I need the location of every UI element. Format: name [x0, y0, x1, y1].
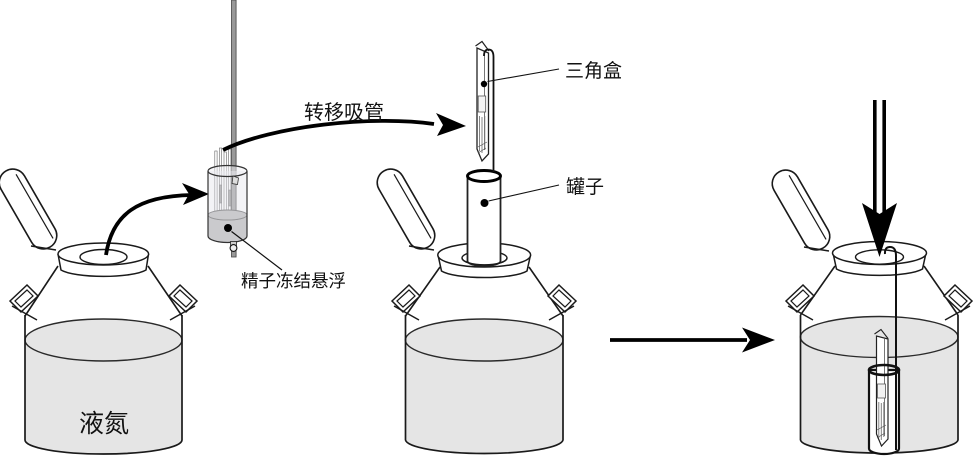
scoop-out-arrow-icon: [104, 183, 209, 256]
dewar-left-lid-hinge: [30, 245, 57, 251]
dewar-middle-mouth-front-arc: [461, 257, 508, 266]
triangle-box-label: 三角盒: [565, 60, 622, 82]
dewar-middle-shoulder: [404, 266, 564, 317]
transfer-pipette-label: 转移吸管: [304, 101, 384, 124]
dewar-left-liquid-surface: [24, 318, 183, 362]
dewar-left-handle-right: [167, 283, 199, 321]
dewar-right-lid: [771, 169, 831, 251]
dewar-right-handle-right: [942, 283, 974, 321]
next-step-arrow-icon: [610, 327, 775, 353]
dewar-left-mouth-inner: [79, 248, 128, 266]
dewar-middle-liquid: [405, 340, 563, 454]
canister-callout-dot: [480, 199, 489, 207]
holder-rod: [231, 0, 237, 258]
dewar-left-liquid: [25, 340, 182, 455]
canister-right-rim: [867, 363, 901, 377]
suspension-callout-line: [231, 231, 283, 271]
canister-middle-body: [466, 175, 502, 267]
hook-rod-middle: [483, 48, 495, 172]
dewar-left-handle-left: [8, 283, 40, 321]
submerged-canister-right: [867, 245, 901, 456]
dewar-middle-lid: [376, 168, 436, 250]
canister-middle: 罐子: [461, 169, 604, 267]
canister-label: 罐子: [566, 176, 604, 198]
holder-bottom-ring: [229, 244, 238, 252]
dewar-middle-handle-right: [546, 283, 578, 321]
liquid-nitrogen-label: 液氮: [79, 410, 129, 438]
canister-middle-rim: [466, 169, 502, 183]
triangle-box-right: [874, 328, 889, 448]
triangle-box-top-flap: [475, 40, 490, 52]
dewar-middle-liquid-surface: [404, 318, 564, 362]
dewar-right-shoulder: [799, 265, 959, 316]
dewar-left-lid: [0, 168, 58, 250]
insert-down-arrow-icon: [862, 100, 897, 257]
dewar-middle-body: [404, 315, 564, 455]
frozen-sperm-suspension-label: 精子冻结悬浮: [241, 271, 346, 291]
dewar-left: 液氮: [0, 168, 199, 455]
triangle-box-callout-dot: [480, 80, 488, 88]
hook-rod-right: [883, 245, 897, 450]
dewar-right-handle-left: [784, 283, 816, 321]
canister-callout-line: [488, 184, 560, 202]
dewar-right-lid-hinge: [803, 246, 830, 252]
straw-holder-device: 精子冻结悬浮: [207, 0, 346, 291]
dewar-left-body: [24, 315, 183, 455]
dewar-left-shoulder: [24, 265, 183, 317]
suspension-callout-dot: [224, 224, 232, 232]
triangle-box-callout-line: [487, 68, 560, 83]
holder-cylinder: [207, 171, 248, 244]
dewar-middle-lid-hinge: [408, 245, 435, 251]
transfer-pipette-arrow-icon: 转移吸管: [222, 101, 466, 152]
dewar-middle: [376, 168, 578, 455]
triangle-box-straws: [479, 116, 486, 153]
holder-cylinder-top: [207, 164, 248, 178]
holder-clip-icon: [231, 175, 239, 185]
triangle-box-middle: 三角盒: [475, 40, 622, 172]
dewar-middle-handle-left: [390, 283, 422, 321]
